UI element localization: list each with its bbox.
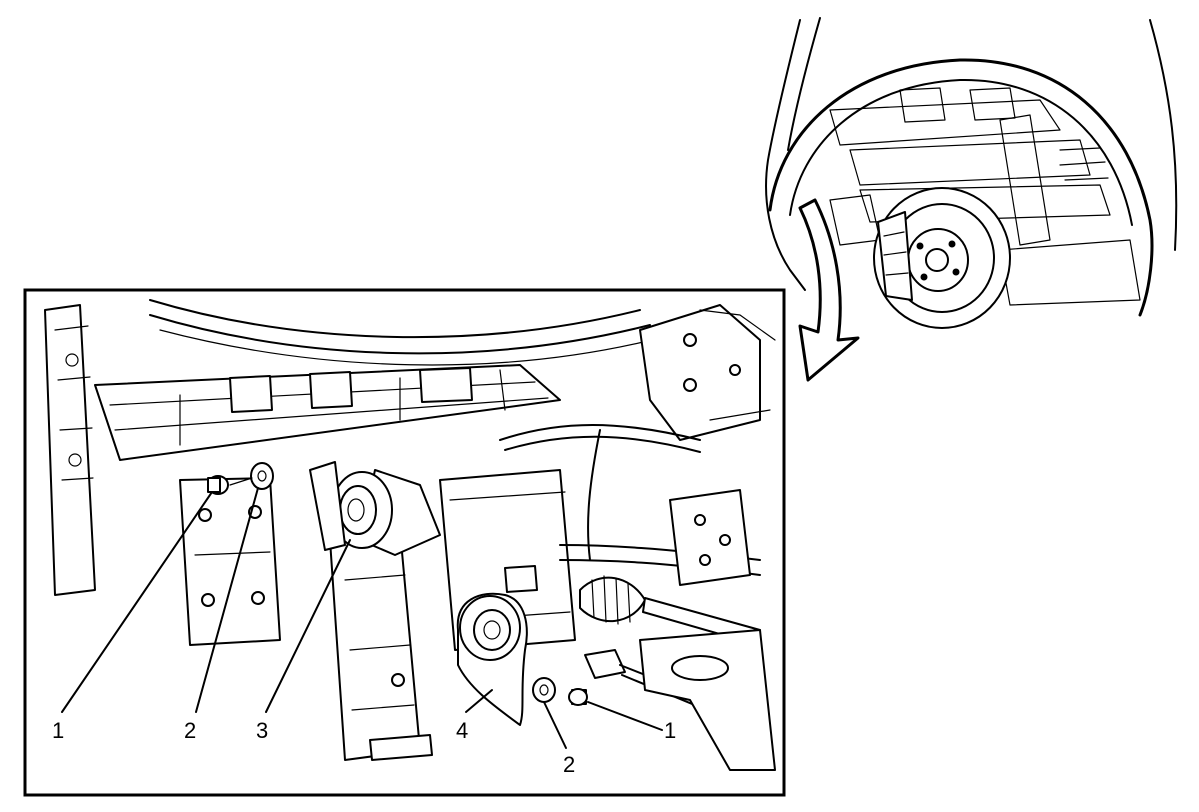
locator-inset (765, 17, 1178, 382)
callout-2-washer-right: 2 (563, 752, 575, 777)
callout-2-washer-left: 2 (184, 718, 196, 743)
horn-upper (309, 461, 441, 556)
callout-1-nut-right: 1 (664, 718, 676, 743)
detail-artwork (44, 299, 776, 771)
callout-1-nut-left: 1 (52, 718, 64, 743)
fastener-left (207, 462, 274, 495)
leader-lines (61, 487, 663, 749)
callout-4-horn-lower: 4 (456, 718, 468, 743)
callout-3-horn-upper: 3 (256, 718, 268, 743)
callout-labels: 1 2 3 4 2 1 (52, 718, 676, 777)
inset-suspension (829, 87, 1141, 306)
brake-rotor (873, 187, 1011, 329)
horn-lower (456, 592, 528, 726)
view-direction-arrow (798, 198, 860, 382)
fastener-right (532, 677, 588, 706)
